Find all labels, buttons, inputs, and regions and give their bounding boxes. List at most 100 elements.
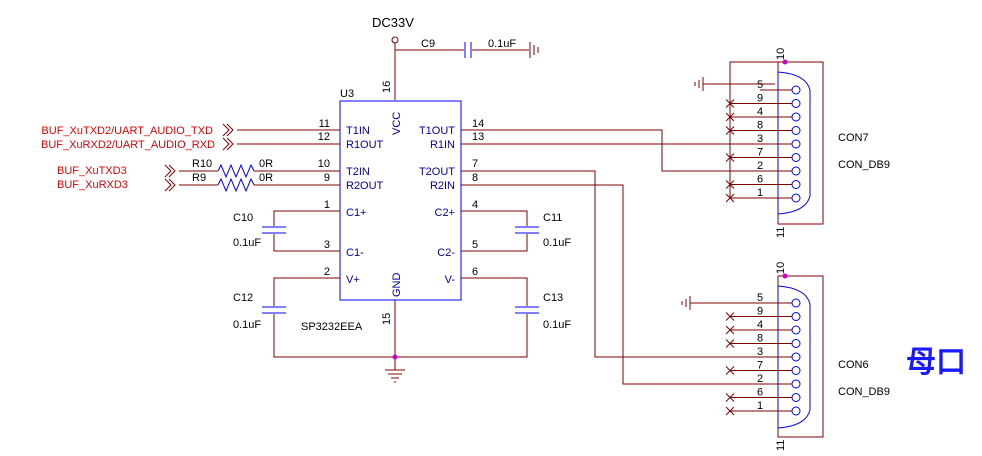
con7-pin-8: 8 — [725, 120, 801, 135]
con7-shell-bottom-num: 11 — [775, 227, 787, 238]
c13-wire — [461, 277, 528, 306]
u3-part: SP3232EEA — [301, 321, 363, 333]
c11-value: 0.1uF — [543, 237, 571, 249]
con6-pin-3: 3 — [757, 346, 801, 362]
con6-ref: CON6 — [838, 359, 869, 371]
con6-pin-number: 9 — [757, 306, 763, 318]
con6-pin-1: 1 — [725, 400, 801, 416]
con7-pin-circle — [791, 166, 801, 176]
female-connector-annotation: 母口 — [906, 345, 966, 380]
con6-pin-number: 8 — [757, 333, 763, 345]
con6-shell-wire — [777, 275, 824, 438]
c12-value: 0.1uF — [233, 319, 261, 331]
con6-pin-circle — [791, 298, 801, 308]
con6-pin-number: 3 — [757, 346, 763, 358]
net-label-txd3: BUF_XuTXD3 — [57, 165, 127, 177]
net-port-txd2-icon — [222, 123, 234, 137]
con7-pin-1: 1 — [725, 187, 801, 203]
con6-shell-bottom-num: 11 — [775, 440, 787, 451]
u3-pin-num-7: 7 — [472, 158, 478, 170]
con6-pin-circle — [791, 393, 801, 402]
con6-pin-circle — [791, 339, 801, 348]
con7-part: CON_DB9 — [838, 159, 890, 171]
u3-pin-num-14: 14 — [472, 118, 484, 130]
con6-pin-circle — [791, 325, 801, 335]
u3-pin-name-r2in: R2IN — [430, 180, 455, 192]
power-net-label: DC33V — [372, 15, 414, 30]
con7-pin-3: 3 — [757, 133, 801, 149]
con7-ref: CON7 — [838, 132, 869, 144]
u3-pin-name-r1in: R1IN — [430, 139, 455, 151]
r10-resistor — [217, 163, 255, 179]
con6-pin-circle — [791, 312, 801, 321]
u3-vcc-label: VCC — [391, 112, 403, 135]
u3-pin-name-t1out: T1OUT — [419, 125, 455, 137]
con7-shell-junction — [782, 59, 788, 65]
con7-pin-number: 9 — [757, 93, 763, 105]
c12-wire-b — [273, 314, 528, 358]
r10-value: 0R — [259, 158, 273, 170]
u3-pin-num-5: 5 — [472, 239, 478, 251]
net-label-txd2: BUF_XuTXD2/UART_AUDIO_TXD — [41, 125, 213, 137]
net-port-rxd2-icon — [222, 137, 234, 151]
con7-pin-7: 7 — [725, 147, 801, 162]
c9-ref: C9 — [421, 38, 435, 50]
con6-pin-2: 2 — [757, 373, 801, 389]
con7-pin-number: 1 — [757, 187, 763, 199]
u3-pin-num-2: 2 — [324, 266, 330, 278]
con6-pin-5: 5 — [757, 292, 801, 308]
con6-pin-number: 2 — [757, 373, 763, 385]
u3-gnd-label: GND — [391, 273, 403, 298]
con6-pin-circle — [791, 366, 801, 375]
con7-pin-circle — [791, 85, 801, 95]
c9-value: 0.1uF — [488, 38, 516, 50]
con7-pin-circle — [791, 126, 801, 135]
con7-pin-6: 6 — [725, 174, 801, 189]
r9-value: 0R — [259, 172, 273, 184]
u3-pin-name-r2out: R2OUT — [346, 180, 384, 192]
c10-wire-b — [273, 234, 340, 252]
r9-resistor — [217, 177, 255, 193]
con6-pin-number: 7 — [757, 360, 763, 372]
con6-shell-top-num: 10 — [775, 262, 787, 274]
con7-pin-2: 2 — [757, 160, 801, 176]
u3-pin-num-9: 9 — [324, 172, 330, 184]
con7-pin-circle — [791, 99, 801, 108]
con7-pin-circle — [791, 112, 801, 122]
con7-pin-4: 4 — [725, 106, 801, 122]
u3-pin-num-6: 6 — [472, 266, 478, 278]
vcc-pin-number: 16 — [381, 81, 393, 93]
r10-ref: R10 — [192, 158, 212, 170]
gnd-pin-number: 15 — [381, 313, 393, 325]
c12-ref: C12 — [233, 292, 253, 304]
con6-shell-junction — [782, 273, 788, 279]
u3-pin-num-10: 10 — [318, 158, 330, 170]
net-label-rxd2: BUF_XuRXD2/UART_AUDIO_RXD — [41, 139, 215, 151]
u3-pin-name-t2out: T2OUT — [419, 166, 455, 178]
con6-pin-circle — [791, 379, 801, 389]
con6-pin-number: 6 — [757, 387, 763, 399]
con7-pin-number: 7 — [757, 147, 763, 159]
net-port-rxd3-icon — [164, 178, 176, 192]
c11-ref: C11 — [543, 212, 562, 224]
c13-value: 0.1uF — [543, 319, 571, 331]
con7-pin-number: 4 — [757, 106, 763, 118]
u3-pin-name-c2minus: C2- — [437, 247, 455, 259]
con7-pin-circle — [791, 180, 801, 189]
con7-ground-icon — [694, 77, 775, 91]
con7-shell — [777, 71, 811, 215]
u3-pin-name-t2in: T2IN — [346, 166, 370, 178]
u3-body — [339, 100, 462, 301]
u3-pin-num-4: 4 — [472, 199, 478, 211]
con7-pin-number: 2 — [757, 160, 763, 172]
u3-pin-name-r1out: R1OUT — [346, 139, 384, 151]
u3-pin-name-c2plus: C2+ — [435, 207, 456, 219]
con6-pin-number: 4 — [757, 319, 763, 331]
u3-pin-name-c1plus: C1+ — [346, 207, 367, 219]
u3-ref: U3 — [340, 88, 354, 100]
con7-pin-5: 5 — [757, 79, 801, 95]
u3-pin-name-vplus: V+ — [346, 274, 360, 286]
